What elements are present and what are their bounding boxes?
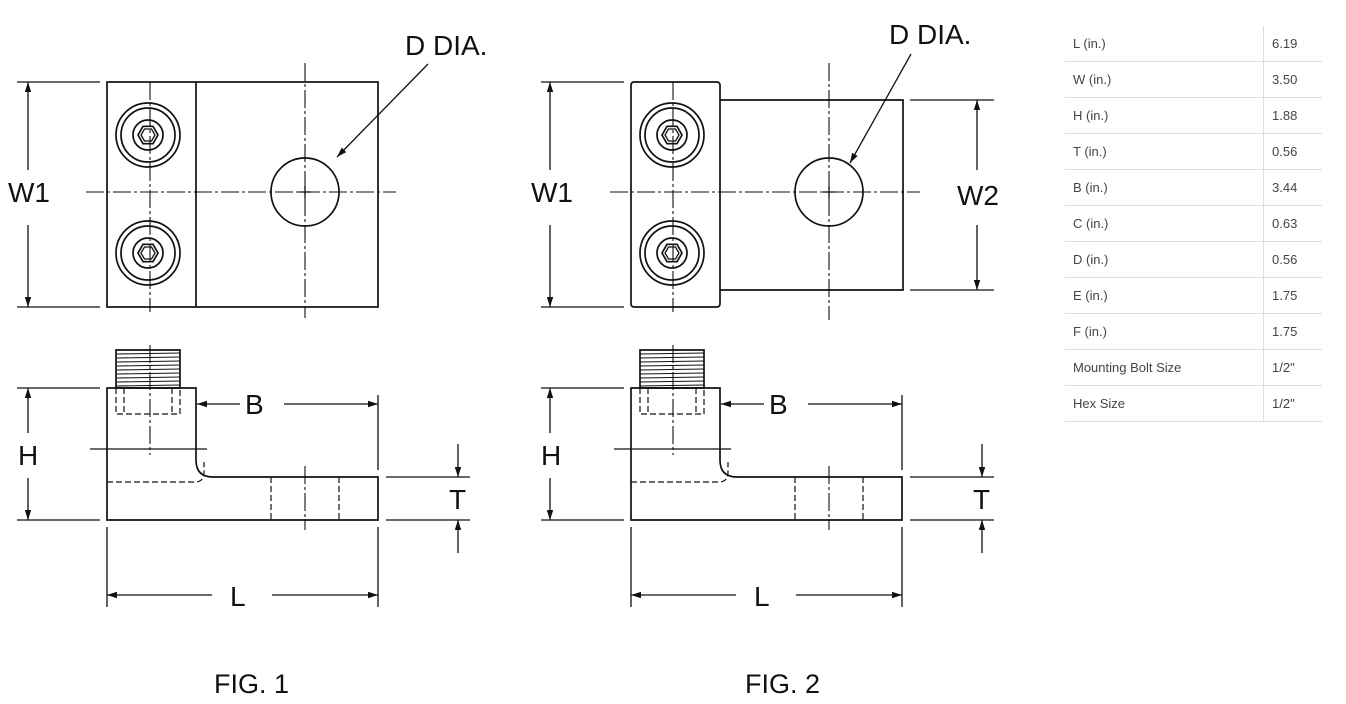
table-row: C (in.)0.63 — [1065, 205, 1322, 242]
fig1-h-label: H — [18, 440, 38, 471]
spec-value: 3.50 — [1263, 61, 1322, 98]
table-row: B (in.)3.44 — [1065, 169, 1322, 206]
mounting-hole-icon — [794, 157, 864, 227]
hex-screw-icon — [639, 102, 705, 168]
spec-label: W (in.) — [1065, 61, 1264, 98]
spec-label: F (in.) — [1065, 313, 1264, 350]
spec-label: Mounting Bolt Size — [1065, 349, 1264, 386]
table-row: E (in.)1.75 — [1065, 277, 1322, 314]
fig1-b-label: B — [245, 389, 264, 420]
spec-value: 0.56 — [1263, 241, 1322, 278]
spec-value: 6.19 — [1263, 26, 1322, 62]
hex-screw-icon — [115, 102, 181, 168]
spec-value: 0.63 — [1263, 205, 1322, 242]
figure-2: D DIA. W1 W2 — [531, 19, 999, 699]
fig2-w2-label: W2 — [957, 180, 999, 211]
specifications-table: L (in.)6.19 W (in.)3.50 H (in.)1.88 T (i… — [1065, 26, 1322, 422]
dimension-drawings: D DIA. W1 — [8, 19, 999, 699]
hex-screw-icon — [639, 220, 705, 286]
fig2-b-label: B — [769, 389, 788, 420]
fig2-side-view — [541, 345, 994, 607]
spec-label: H (in.) — [1065, 97, 1264, 134]
spec-value: 1.75 — [1263, 277, 1322, 314]
spec-label: B (in.) — [1065, 169, 1264, 206]
spec-value: 1.88 — [1263, 97, 1322, 134]
spec-label: C (in.) — [1065, 205, 1264, 242]
hex-screw-icon — [115, 220, 181, 286]
spec-label: L (in.) — [1065, 26, 1264, 62]
fig1-caption: FIG. 1 — [214, 669, 289, 699]
spec-value: 1/2" — [1263, 385, 1322, 422]
spec-value: 0.56 — [1263, 133, 1322, 170]
spec-label: Hex Size — [1065, 385, 1264, 422]
table-row: T (in.)0.56 — [1065, 133, 1322, 170]
fig2-t-label: T — [973, 484, 990, 515]
spec-label: T (in.) — [1065, 133, 1264, 170]
spec-label: E (in.) — [1065, 277, 1264, 314]
fig1-l-label: L — [230, 581, 246, 612]
spec-label: D (in.) — [1065, 241, 1264, 278]
mounting-hole-icon — [270, 157, 340, 227]
spec-value: 1.75 — [1263, 313, 1322, 350]
table-row: W (in.)3.50 — [1065, 61, 1322, 98]
table-row: D (in.)0.56 — [1065, 241, 1322, 278]
fig2-l-label: L — [754, 581, 770, 612]
fig2-caption: FIG. 2 — [745, 669, 820, 699]
figure-1: D DIA. W1 — [8, 30, 487, 699]
fig2-h-label: H — [541, 440, 561, 471]
table-row: H (in.)1.88 — [1065, 97, 1322, 134]
spec-value: 1/2" — [1263, 349, 1322, 386]
fig2-w1-label: W1 — [531, 177, 573, 208]
fig2-hole-label: D DIA. — [889, 19, 971, 50]
spec-value: 3.44 — [1263, 169, 1322, 206]
table-row: L (in.)6.19 — [1065, 26, 1322, 62]
fig1-hole-label: D DIA. — [405, 30, 487, 61]
fig1-w1-label: W1 — [8, 177, 50, 208]
fig1-t-label: T — [449, 484, 466, 515]
table-row: F (in.)1.75 — [1065, 313, 1322, 350]
fig1-side-view — [17, 345, 470, 607]
fig1-top-view — [17, 63, 429, 318]
fig2-top-view — [541, 53, 994, 320]
